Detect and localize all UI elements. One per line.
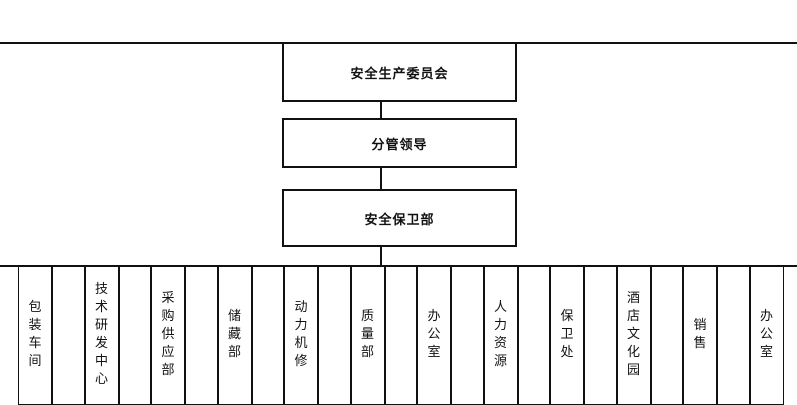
spacer-box (451, 265, 484, 405)
spacer-box (650, 265, 683, 405)
unit-label: 质量部 (360, 309, 374, 360)
spacer-box (251, 265, 284, 405)
spacer-box (318, 265, 351, 405)
unit-label: 包装车间 (28, 300, 42, 369)
spacer-box (584, 265, 617, 405)
unit-box: 办公室 (749, 265, 784, 405)
connector-top-middle (380, 101, 382, 119)
unit-box: 销售 (683, 265, 717, 405)
unit-label: 储藏部 (227, 309, 241, 360)
bottom-horizontal-line (0, 265, 797, 267)
unit-label: 动力机修 (294, 300, 308, 369)
unit-label: 办公室 (759, 309, 773, 360)
unit-box: 技术研发中心 (84, 265, 119, 405)
unit-box: 办公室 (417, 265, 451, 405)
unit-box: 质量部 (350, 265, 385, 405)
spacer-box (717, 265, 750, 405)
security-dept-label: 安全保卫部 (364, 212, 435, 228)
unit-box: 保卫处 (550, 265, 584, 405)
unit-box: 储藏部 (217, 265, 252, 405)
committee-box: 安全生产委员会 (282, 42, 517, 102)
spacer-box (185, 265, 218, 405)
spacer-box (118, 265, 151, 405)
spacer-box (517, 265, 550, 405)
unit-box: 采购供应部 (151, 265, 185, 405)
unit-label: 采购供应部 (161, 291, 175, 378)
unit-box: 动力机修 (284, 265, 318, 405)
leadership-label: 分管领导 (371, 137, 428, 153)
connector-dept-bottom (380, 246, 382, 267)
unit-label: 人力资源 (493, 300, 507, 369)
connector-middle-dept (380, 166, 382, 190)
unit-label: 销售 (693, 318, 707, 351)
leadership-box: 分管领导 (282, 118, 517, 168)
unit-box: 包装车间 (18, 265, 52, 405)
committee-label: 安全生产委员会 (350, 66, 449, 82)
unit-label: 技术研发中心 (94, 282, 108, 387)
unit-label: 办公室 (427, 309, 441, 360)
spacer-box (384, 265, 417, 405)
unit-label: 保卫处 (560, 309, 574, 360)
unit-label: 酒店文化园 (626, 291, 640, 378)
unit-box: 人力资源 (483, 265, 518, 405)
unit-box: 酒店文化园 (616, 265, 651, 405)
security-dept-box: 安全保卫部 (282, 189, 517, 247)
spacer-box (52, 265, 85, 405)
